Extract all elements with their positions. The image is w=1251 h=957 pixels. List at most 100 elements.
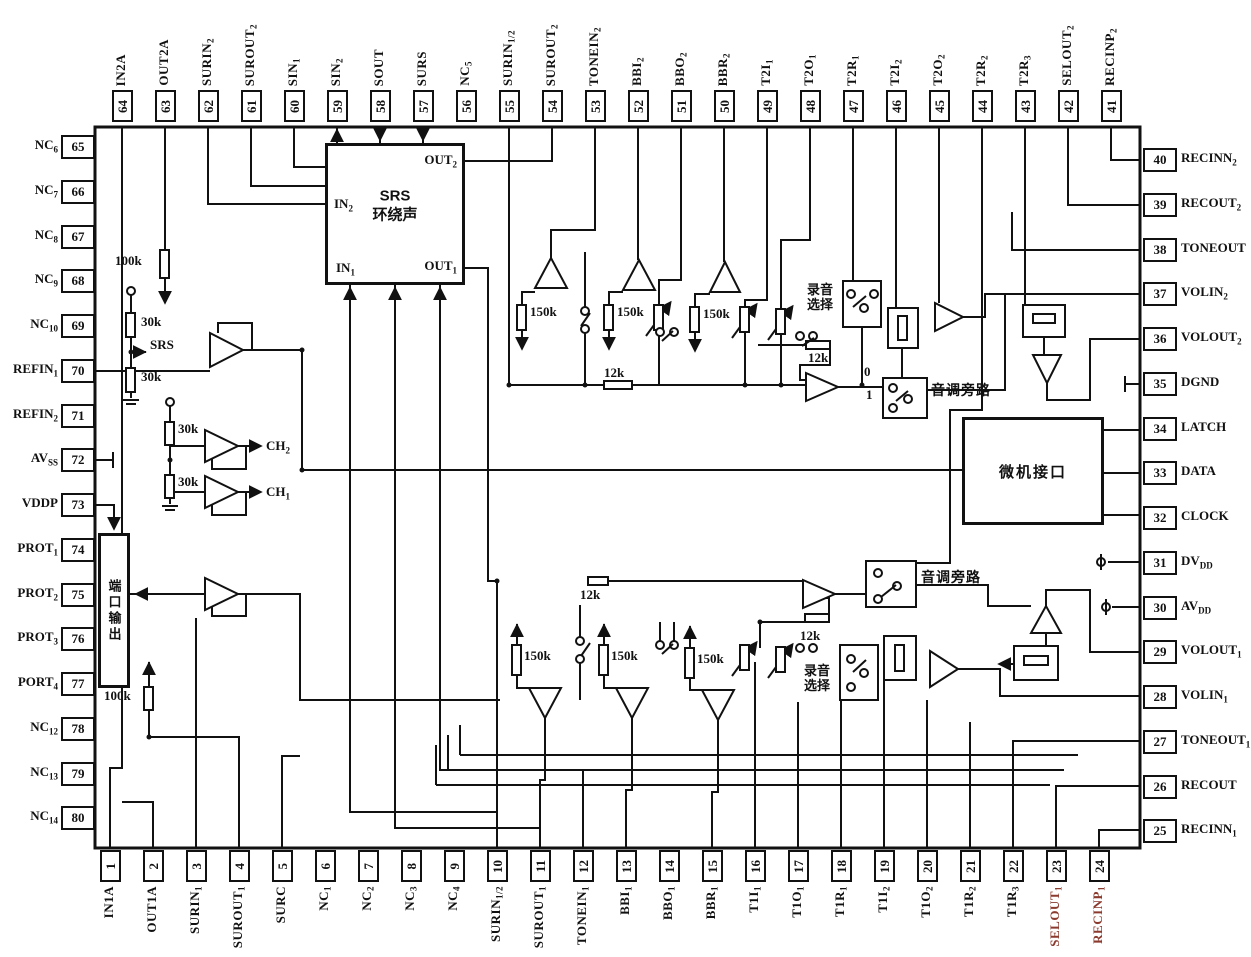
annotation: 30k xyxy=(178,421,199,436)
pin-label-68: NC9 xyxy=(34,271,58,289)
annotation: 150k xyxy=(617,304,644,319)
pin-label-54: SUROUT2 xyxy=(543,23,560,86)
pin-label-33: DATA xyxy=(1181,463,1216,478)
annotation: 12k xyxy=(580,587,601,602)
pin-number-31: 31 xyxy=(1143,551,1177,575)
pin-label-44: T2R2 xyxy=(973,54,990,86)
pin-label-56: NC5 xyxy=(457,61,474,86)
pin-label-64: IN2A xyxy=(113,53,128,86)
pin-number-51: 51 xyxy=(671,90,692,122)
pin-number-47: 47 xyxy=(843,90,864,122)
annotation: 0 xyxy=(864,364,871,379)
pin-number-69: 69 xyxy=(61,314,95,338)
pin-label-43: T2R3 xyxy=(1016,54,1033,86)
annotation: 150k xyxy=(703,306,730,321)
pin-label-25: RECINN1 xyxy=(1181,821,1237,839)
pin-number-7: 7 xyxy=(358,850,379,882)
pin-label-29: VOLOUT1 xyxy=(1181,642,1242,660)
port-output-block: 端口输出 xyxy=(98,533,130,688)
pin-label-37: VOLIN2 xyxy=(1181,284,1228,302)
pin-number-72: 72 xyxy=(61,448,95,472)
pin-number-55: 55 xyxy=(499,90,520,122)
pin-label-52: BBI2 xyxy=(629,57,646,86)
pin-label-74: PROT1 xyxy=(17,540,58,558)
pin-number-61: 61 xyxy=(241,90,262,122)
pin-label-58: SOUT xyxy=(371,48,386,86)
pin-number-66: 66 xyxy=(61,180,95,204)
pin-number-34: 34 xyxy=(1143,417,1177,441)
rec-select-label-bottom: 录音选择 xyxy=(804,663,831,693)
srs-out1-label: OUT1 xyxy=(424,258,457,276)
pin-number-60: 60 xyxy=(284,90,305,122)
pin-number-57: 57 xyxy=(413,90,434,122)
pin-label-8: NC3 xyxy=(402,886,419,911)
port-output-label: 端口输出 xyxy=(106,578,122,643)
annotation: 12k xyxy=(604,365,625,380)
pin-label-57: SURS xyxy=(414,50,429,86)
pin-label-62: SURIN2 xyxy=(199,38,216,86)
pin-number-78: 78 xyxy=(61,717,95,741)
pin-label-15: BBR1 xyxy=(703,886,720,920)
pin-number-35: 35 xyxy=(1143,372,1177,396)
selector-boxes xyxy=(839,280,1066,701)
pin-label-51: BBO2 xyxy=(672,52,689,86)
pin-label-40: RECINN2 xyxy=(1181,150,1237,168)
pin-label-70: REFIN1 xyxy=(13,361,58,379)
rec-select-label-top: 录音选择 xyxy=(807,282,834,312)
pin-number-71: 71 xyxy=(61,404,95,428)
annotation: CH1 xyxy=(266,484,290,502)
pin-label-79: NC13 xyxy=(30,764,58,782)
pin-number-50: 50 xyxy=(714,90,735,122)
annotation: CH2 xyxy=(266,438,290,456)
pin-number-17: 17 xyxy=(788,850,809,882)
pin-label-78: NC12 xyxy=(30,719,58,737)
annotation: 150k xyxy=(611,648,638,663)
pin-label-72: AVSS xyxy=(30,450,58,468)
pin-number-59: 59 xyxy=(327,90,348,122)
pin-number-43: 43 xyxy=(1015,90,1036,122)
annotation: 12k xyxy=(800,628,821,643)
pin-label-5: SURC xyxy=(273,886,288,924)
annotation: SRS xyxy=(150,337,174,352)
pin-number-56: 56 xyxy=(456,90,477,122)
pin-number-75: 75 xyxy=(61,583,95,607)
pin-number-23: 23 xyxy=(1046,850,1067,882)
pin-label-50: BBR2 xyxy=(715,52,732,86)
tone-bypass-label-bottom: 音调旁路 xyxy=(921,569,981,585)
pin-label-20: T1O2 xyxy=(918,886,935,918)
pin-number-22: 22 xyxy=(1003,850,1024,882)
pin-label-26: RECOUT xyxy=(1181,777,1237,792)
pin-number-16: 16 xyxy=(745,850,766,882)
pin-number-24: 24 xyxy=(1089,850,1110,882)
pin-label-46: T2I2 xyxy=(887,59,904,86)
annotation: 150k xyxy=(697,651,724,666)
pin-number-10: 10 xyxy=(487,850,508,882)
pin-number-2: 2 xyxy=(143,850,164,882)
pin-number-36: 36 xyxy=(1143,327,1177,351)
pin-number-65: 65 xyxy=(61,135,95,159)
pin-label-11: SUROUT1 xyxy=(531,886,548,949)
pin-number-48: 48 xyxy=(800,90,821,122)
pin-label-77: PORT4 xyxy=(17,674,58,692)
pin-label-35: DGND xyxy=(1181,374,1220,389)
pin-label-73: VDDP xyxy=(21,495,58,510)
pin-number-5: 5 xyxy=(272,850,293,882)
annotation: 30k xyxy=(178,474,199,489)
pin-number-3: 3 xyxy=(186,850,207,882)
tone-bypass-label-top: 音调旁路 xyxy=(931,382,991,398)
pin-label-41: RECINP2 xyxy=(1102,28,1119,86)
pin-number-79: 79 xyxy=(61,762,95,786)
pin-label-38: TONEOUT xyxy=(1181,240,1246,255)
pin-number-67: 67 xyxy=(61,225,95,249)
pin-label-36: VOLOUT2 xyxy=(1181,329,1242,347)
pin-number-46: 46 xyxy=(886,90,907,122)
pin-label-45: T2O2 xyxy=(930,54,947,86)
annotation: 12k xyxy=(808,350,829,365)
annotation: 100k xyxy=(115,253,142,268)
pin-number-9: 9 xyxy=(444,850,465,882)
pin-label-48: T2O1 xyxy=(801,54,818,86)
pin-label-53: TONEIN2 xyxy=(586,26,603,86)
pin-number-77: 77 xyxy=(61,672,95,696)
pin-label-21: T1R2 xyxy=(961,886,978,918)
pin-label-2: OUT1A xyxy=(144,886,159,933)
